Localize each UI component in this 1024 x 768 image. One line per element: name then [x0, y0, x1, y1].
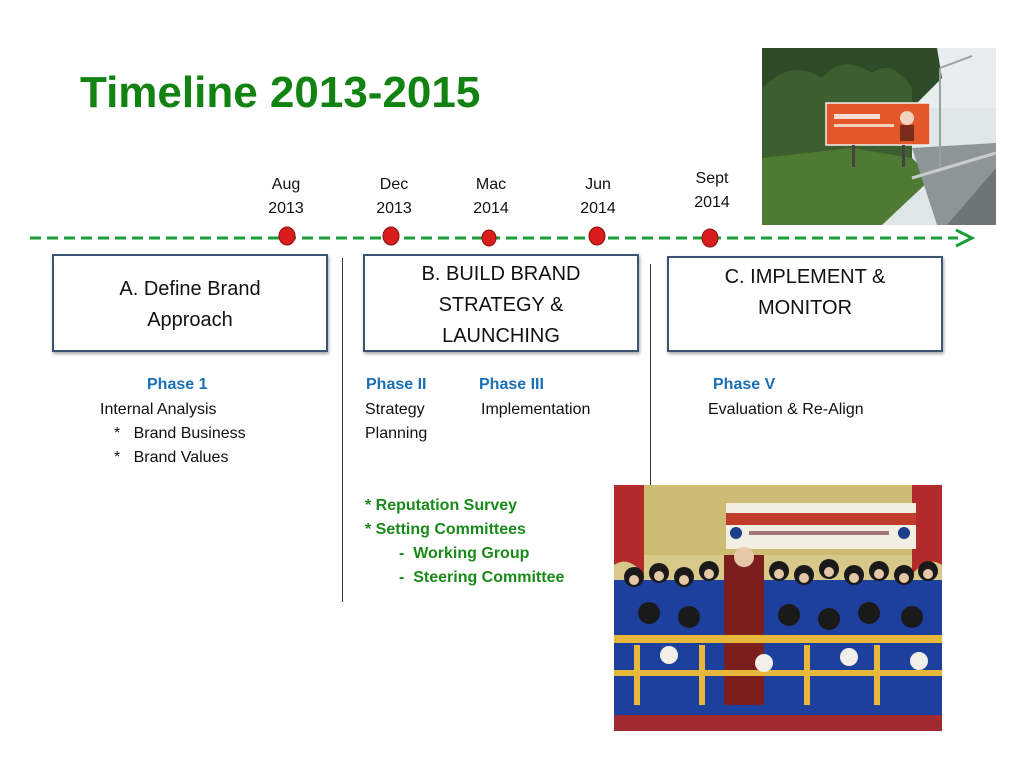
- timeline-date-jun-2014: Jun 2014: [558, 173, 638, 221]
- timeline-date-year: 2014: [580, 200, 616, 217]
- phase-2-item: Strategy: [365, 401, 425, 418]
- phase-2-heading: Phase II: [366, 376, 427, 393]
- stage-box-line: Approach: [147, 309, 233, 331]
- timeline-arrowhead: [955, 228, 976, 248]
- timeline-date-month: Mac: [475, 176, 507, 193]
- phase-2-item: Planning: [365, 425, 428, 442]
- phase-1-item: Internal Analysis: [100, 401, 217, 418]
- phase-3-heading: Phase III: [479, 376, 544, 393]
- stage-box-define-brand: A. Define Brand Approach: [52, 254, 328, 352]
- billboard-photo: [762, 48, 996, 225]
- graduation-photo: [614, 485, 942, 731]
- timeline-date-month: Sept: [695, 170, 729, 187]
- timeline-arrow: [30, 226, 976, 248]
- timeline-date-mac-2014: Mac 2014: [451, 173, 531, 221]
- divider-line: [342, 258, 343, 602]
- timeline-marker-jun-2014: [588, 226, 606, 246]
- phase-1-item: * Brand Values: [114, 449, 229, 466]
- timeline-date-month: Jun: [585, 176, 611, 193]
- graduates-crowd: [614, 547, 942, 715]
- phase-3-item: Implementation: [481, 401, 591, 418]
- timeline-date-year: 2013: [376, 200, 412, 217]
- timeline-marker-sept-2014: [701, 228, 719, 248]
- stage-box-line: C. IMPLEMENT &: [724, 266, 886, 288]
- committee-item: * Reputation Survey: [365, 497, 518, 514]
- timeline-marker-aug-2013: [278, 226, 296, 246]
- timeline-date-dec-2013: Dec 2013: [354, 173, 434, 221]
- stage-box-line: B. BUILD BRAND: [421, 263, 581, 285]
- phase-1-heading: Phase 1: [147, 376, 208, 393]
- committee-subitem: - Steering Committee: [399, 569, 565, 586]
- committee-item: * Setting Committees: [365, 521, 526, 538]
- timeline-date-year: 2014: [694, 194, 730, 211]
- stage-box-line: A. Define Brand: [119, 278, 261, 300]
- timeline-date-sept-2014: Sept 2014: [672, 167, 752, 215]
- stage-box-build-brand: B. BUILD BRAND STRATEGY & LAUNCHING: [363, 254, 639, 352]
- phase-5-item: Evaluation & Re-Align: [708, 401, 864, 418]
- timeline-date-year: 2014: [473, 200, 509, 217]
- timeline-marker-mac-2014: [481, 229, 497, 247]
- phase-1-item: * Brand Business: [114, 425, 246, 442]
- timeline-date-month: Dec: [379, 176, 409, 193]
- stage-box-line: LAUNCHING: [442, 325, 560, 347]
- timeline-date-month: Aug: [271, 176, 301, 193]
- divider-line: [650, 264, 651, 486]
- billboard-photo-graphic: [762, 48, 996, 225]
- committee-subitem: - Working Group: [399, 545, 530, 562]
- timeline-marker-dec-2013: [382, 226, 400, 246]
- stage-box-implement-monitor: C. IMPLEMENT & MONITOR: [667, 256, 943, 352]
- timeline-date-year: 2013: [268, 200, 304, 217]
- page-title: Timeline 2013-2015: [80, 68, 481, 117]
- timeline-date-aug-2013: Aug 2013: [246, 173, 326, 221]
- phase-5-heading: Phase V: [713, 376, 776, 393]
- stage-box-line: STRATEGY &: [438, 294, 564, 316]
- stage-box-line: MONITOR: [757, 297, 853, 319]
- graduation-photo-graphic: [614, 485, 942, 731]
